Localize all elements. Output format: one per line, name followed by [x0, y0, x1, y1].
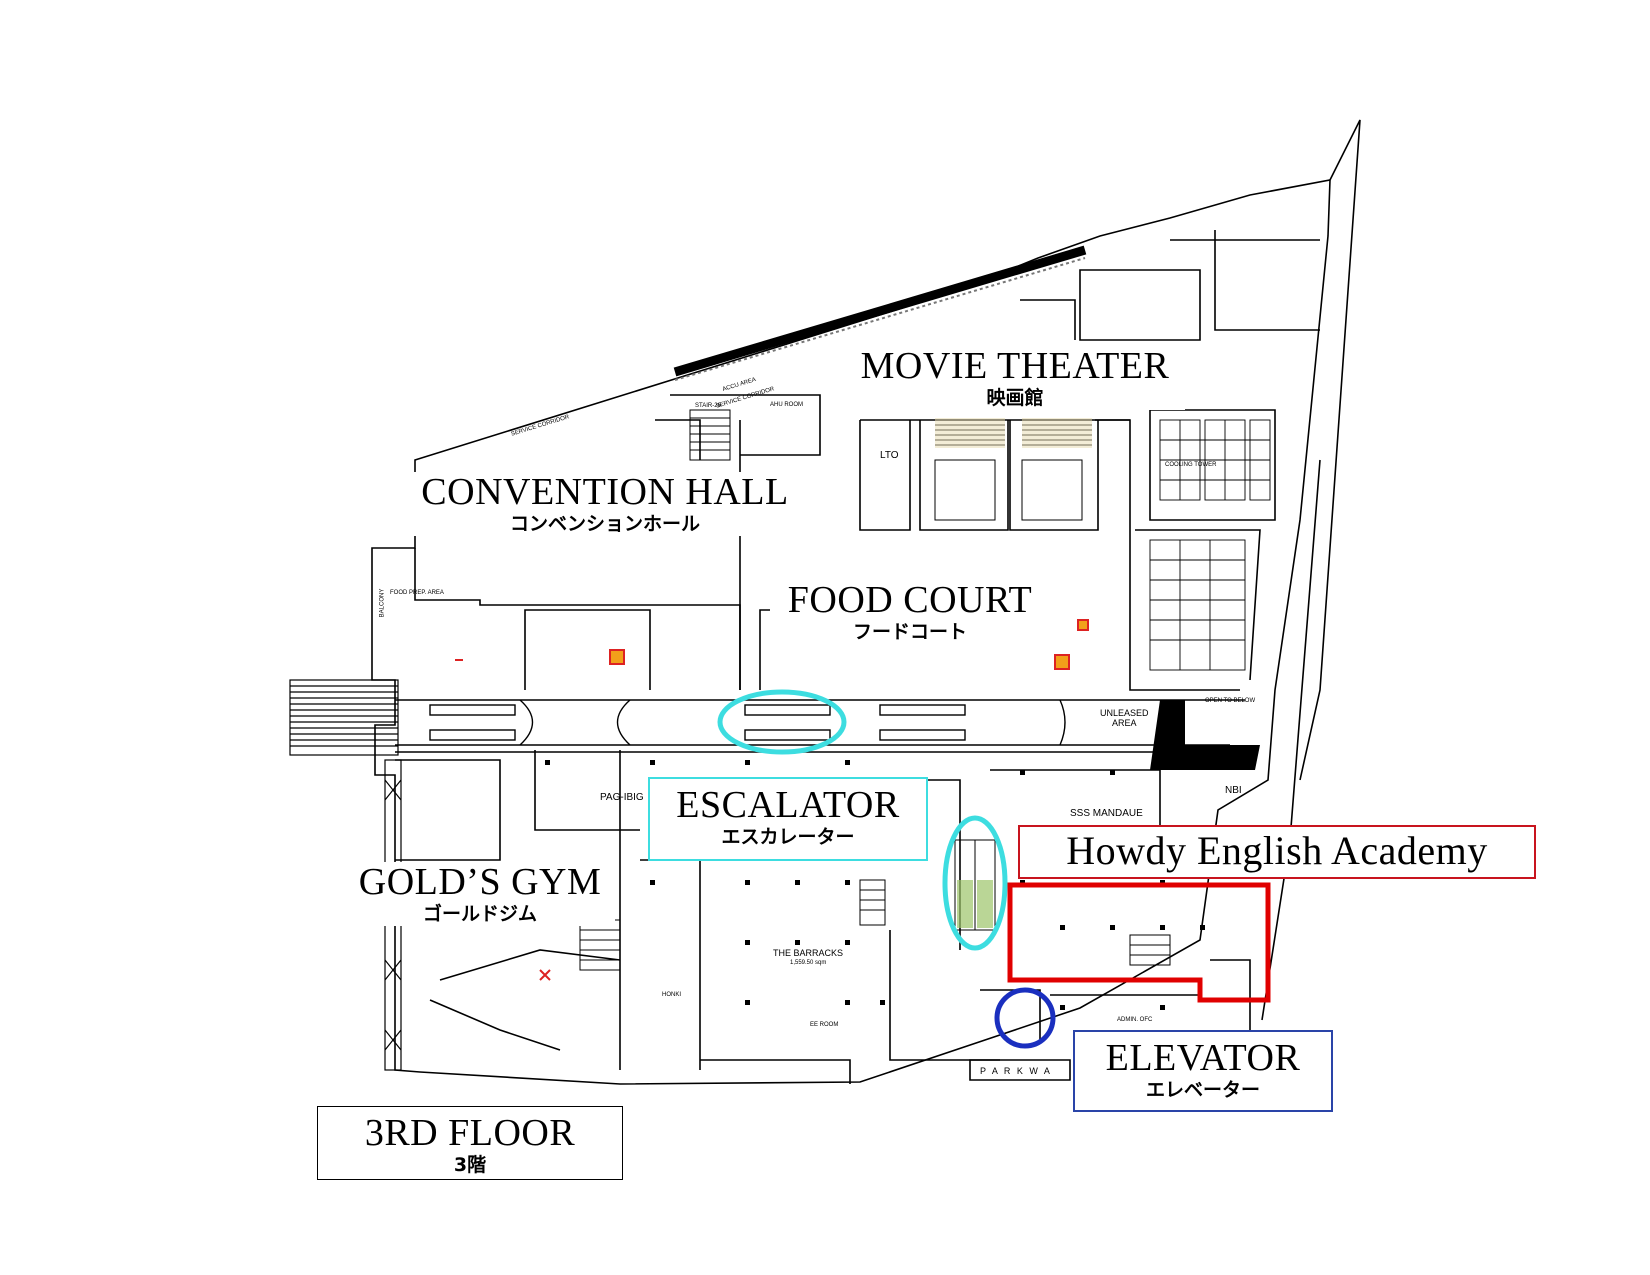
- open-to-below-label: OPEN TO BELOW: [1205, 698, 1256, 704]
- ee-room-label: EE ROOM: [810, 1022, 839, 1028]
- balcony-label: BALCONY: [379, 588, 386, 618]
- nbi-label: NBI: [1225, 785, 1242, 796]
- food-court-label: FOOD COURT フードコート: [770, 580, 1050, 644]
- barracks-area-label: 1,559.50 sqm: [790, 960, 827, 966]
- sss-label: SSS MANDAUE: [1070, 808, 1143, 819]
- admin-label: ADMIN. OFC: [1117, 1017, 1153, 1023]
- stair-block-left: [289, 679, 399, 756]
- floor-title-jp: 3階: [453, 1154, 487, 1176]
- stair-label: STAIR-26: [695, 403, 721, 409]
- movie-theater-label: MOVIE THEATER 映画館: [845, 346, 1185, 410]
- escalator-marker-corridor: [717, 689, 847, 755]
- cooling-tower-label: COOLING TOWER: [1165, 462, 1217, 468]
- cooling-tower-grid: [1149, 419, 1271, 671]
- area-label: AREA: [1112, 718, 1137, 728]
- ahu-room-label: AHU ROOM: [770, 402, 803, 408]
- convention-hall-label: CONVENTION HALL コンベンションホール: [395, 472, 815, 536]
- floor-title-box: 3RD FLOOR 3階: [317, 1106, 623, 1180]
- elevator-marker: [994, 987, 1056, 1049]
- honki-label: HONKI: [662, 992, 682, 998]
- golds-gym-label: GOLD’S GYM ゴールドジム: [345, 862, 615, 926]
- food-prep-label: FOOD PREP. AREA: [390, 590, 444, 596]
- escalator-callout: ESCALATOR エスカレーター: [648, 777, 928, 861]
- pag-ibig-label: PAG-IBIG: [600, 792, 644, 803]
- howdy-academy-callout: Howdy English Academy: [1018, 825, 1536, 879]
- floor-title: 3RD FLOOR: [364, 1112, 576, 1154]
- building-outline: [371, 179, 1331, 1085]
- escalator-marker-barracks: [942, 815, 1008, 951]
- barracks-label: THE BARRACKS: [773, 948, 844, 958]
- elevator-callout: ELEVATOR エレベーター: [1073, 1030, 1333, 1112]
- howdy-academy-outline: [1007, 882, 1271, 1003]
- unleased-label: UNLEASED: [1100, 708, 1149, 718]
- lto-label: LTO: [880, 450, 899, 461]
- parkway-label: P A R K W A: [980, 1066, 1052, 1076]
